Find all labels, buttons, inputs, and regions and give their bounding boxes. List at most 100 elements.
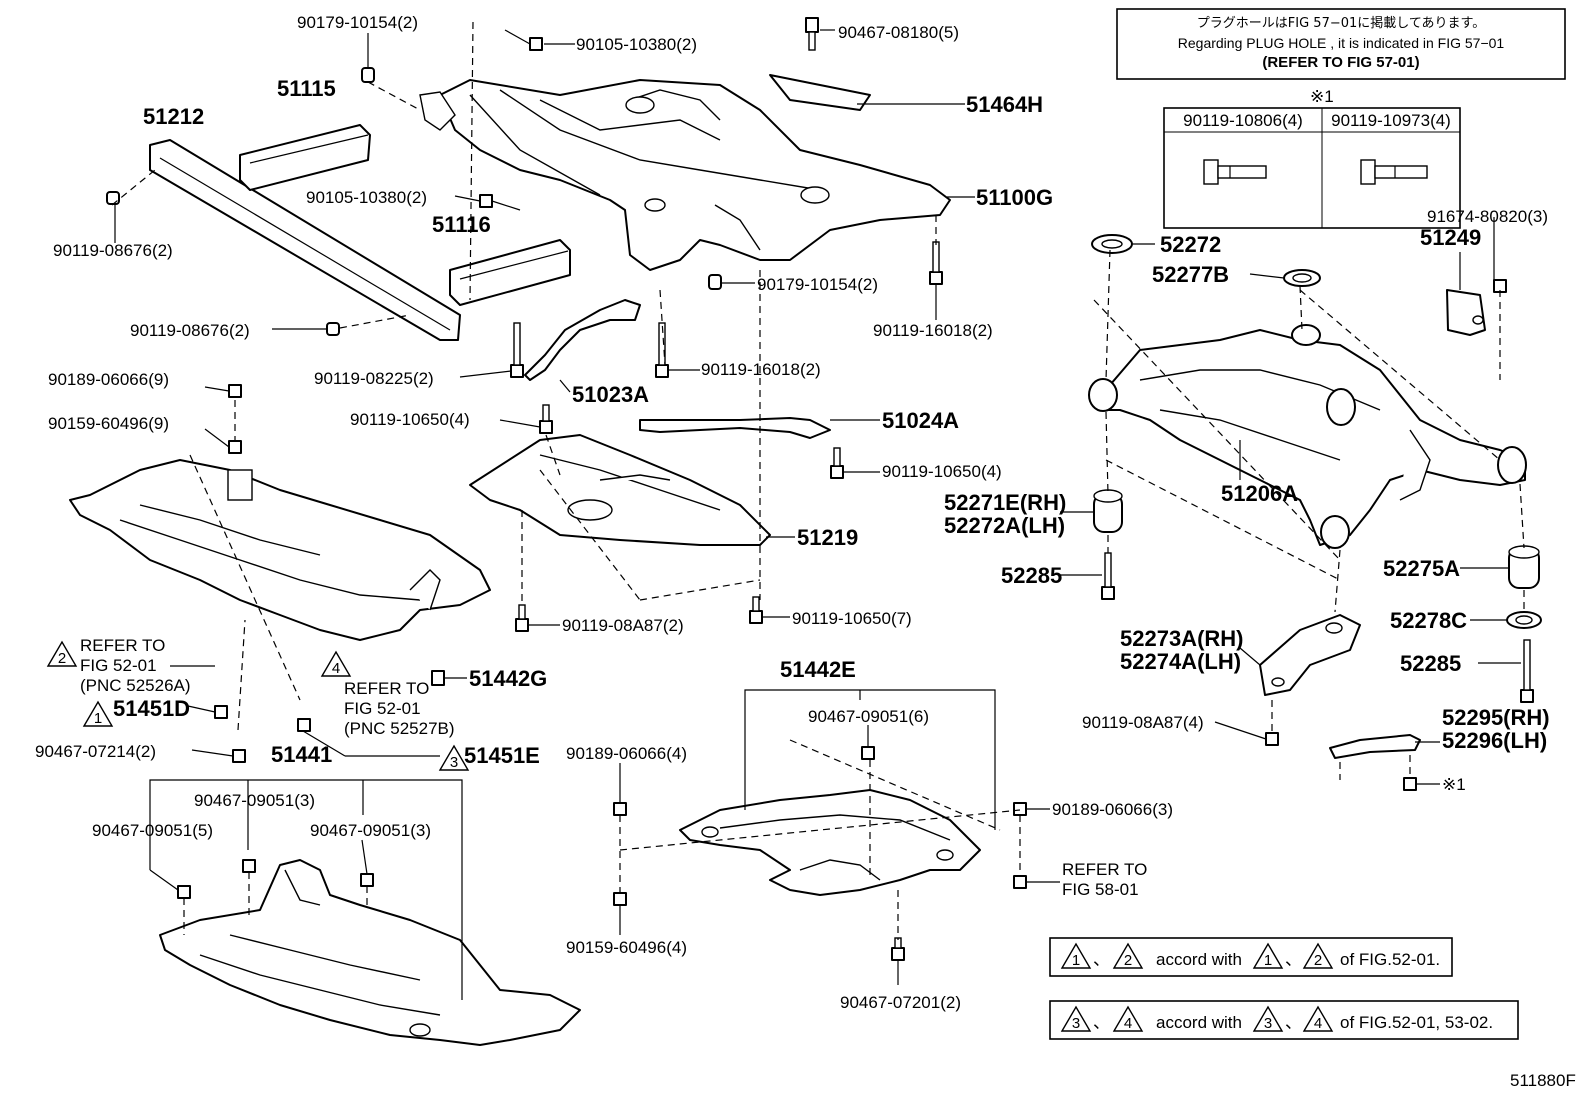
refer-text: REFER TO	[80, 636, 165, 655]
label-51219: 51219	[797, 525, 858, 550]
legend-sep: 、	[1093, 1013, 1110, 1032]
label-90179-10154-mid: 90179-10154(2)	[757, 275, 878, 294]
label-90119-10650-4b: 90119-10650(4)	[882, 462, 1002, 481]
label-52275a: 52275A	[1383, 556, 1460, 581]
bolt-icon	[1265, 732, 1279, 746]
bushing-52271e-shape	[1093, 489, 1123, 533]
label-52285-b: 52285	[1400, 651, 1461, 676]
brace-51023a-shape	[524, 299, 641, 381]
absorber-51116-shape	[449, 239, 571, 306]
bolt-icon	[830, 447, 844, 479]
triangle-mark: 1	[1264, 952, 1272, 969]
refer-text: FIG 52-01	[80, 656, 157, 675]
nut-icon	[361, 67, 375, 83]
bolt-icon	[613, 892, 627, 906]
bolt-table: ※1 90119-10806(4) 90119-10973(4)	[1163, 87, 1461, 229]
triangle-mark: 2	[1314, 952, 1322, 969]
label-51249: 51249	[1420, 225, 1481, 250]
label-52278c: 52278C	[1390, 608, 1467, 633]
label-90467-09051-3a: 90467-09051(3)	[194, 791, 315, 810]
bolt-icon	[749, 596, 763, 624]
label-90467-07201: 90467-07201(2)	[840, 993, 961, 1012]
label-51116: 51116	[432, 212, 491, 237]
legend-row-2: 3 、 4 accord with 3 、 4 of FIG.52-01, 53…	[1049, 1000, 1519, 1040]
label-52285-a: 52285	[1001, 563, 1062, 588]
assembly-lines	[111, 21, 1525, 940]
bolt-icon	[297, 718, 311, 732]
refer-note-fig58: REFER TO FIG 58-01	[1062, 860, 1147, 899]
triangle-mark: 2	[1124, 952, 1132, 969]
label-91674-80820: 91674-80820(3)	[1427, 207, 1548, 226]
triangle-mark: 1	[94, 710, 102, 727]
refer-text: FIG 52-01	[344, 699, 421, 718]
label-90467-09051-5: 90467-09051(5)	[92, 821, 213, 840]
label-mark-1: ※1	[1442, 775, 1466, 794]
stopper-52278c-shape	[1506, 611, 1542, 629]
triangle-mark: 3	[1264, 1015, 1272, 1032]
notice-en: Regarding PLUG HOLE , it is indicated in…	[1178, 35, 1505, 51]
label-90119-08676-b: 90119-08676(2)	[130, 321, 250, 340]
label-90467-09051-6: 90467-09051(6)	[808, 707, 929, 726]
bolt-icon	[479, 194, 521, 211]
bracket-52273a-shape	[1259, 614, 1361, 696]
label-51212: 51212	[143, 104, 204, 129]
triangle-mark: 4	[1314, 1015, 1322, 1032]
undercover-51219-shape	[469, 434, 771, 546]
figure-code: 511880F	[1510, 1071, 1576, 1090]
bolt-icon	[228, 384, 242, 398]
bolt-col1: 90119-10806(4)	[1183, 111, 1303, 130]
brace-52295-shape	[1329, 734, 1421, 759]
label-51442g: 51442G	[469, 666, 547, 691]
refer-text: (PNC 52526A)	[80, 676, 191, 695]
triangle-mark: 2	[58, 650, 66, 667]
bumper-reinforcement-shape	[149, 139, 461, 341]
brace-51024a-shape	[639, 417, 831, 439]
label-90179-10154-top: 90179-10154(2)	[297, 13, 418, 32]
notice-jp: プラグホールはFIG 57−01に掲載してあります。	[1197, 15, 1485, 31]
label-52272a-lh: 52272A(LH)	[944, 513, 1065, 538]
triangle-mark: 1	[1072, 952, 1080, 969]
front-crossmember-shape	[419, 79, 951, 271]
bolt-icon	[861, 746, 875, 760]
bolt-icon	[214, 705, 228, 719]
label-52296-lh: 52296(LH)	[1442, 728, 1547, 753]
label-90119-08225: 90119-08225(2)	[314, 369, 434, 388]
bolt-icon	[510, 322, 524, 378]
label-90189-06066-3: 90189-06066(3)	[1052, 800, 1173, 819]
refer-note-fig52-pnc52526a: 2 REFER TO FIG 52-01 (PNC 52526A)	[46, 636, 215, 695]
bolt-icon	[232, 749, 246, 763]
bracket-51249-shape	[1446, 289, 1486, 336]
bolt-icon	[1403, 777, 1417, 791]
triangle-51451e: 3	[438, 744, 470, 771]
stopper-52277b-shape	[1283, 269, 1321, 287]
bolt-table-mark: ※1	[1310, 87, 1334, 106]
label-51442e: 51442E	[780, 657, 856, 682]
notice-refer: (REFER TO FIG 57-01)	[1262, 54, 1419, 71]
label-90105-10380-top: 90105-10380(2)	[576, 35, 697, 54]
bolt-icon	[360, 873, 374, 887]
legend-sep: 、	[1093, 950, 1110, 969]
bolt-icon	[1203, 159, 1267, 185]
triangle-mark: 3	[450, 754, 458, 771]
legend-text: accord with	[1156, 1013, 1242, 1032]
bolt-icon	[655, 322, 669, 378]
bushing-52275a-shape	[1508, 545, 1540, 589]
label-90119-08a87-2: 90119-08A87(2)	[562, 616, 684, 635]
label-51441: 51441	[271, 742, 332, 767]
legend-sep: 、	[1285, 950, 1302, 969]
refer-text: REFER TO	[344, 679, 429, 698]
label-52272: 52272	[1160, 232, 1221, 257]
label-51206a: 51206A	[1221, 481, 1298, 506]
triangle-mark: 4	[332, 660, 340, 677]
undercover-top-left-shape	[69, 459, 491, 641]
legend-tail: of FIG.52-01.	[1340, 950, 1440, 969]
nut-icon	[106, 191, 120, 205]
label-90119-10650-7: 90119-10650(7)	[792, 609, 912, 628]
label-90467-08180: 90467-08180(5)	[838, 23, 959, 42]
label-90189-06066-4: 90189-06066(4)	[566, 744, 687, 763]
bolt-icon	[1360, 159, 1428, 185]
legend-tail: of FIG.52-01, 53-02.	[1340, 1013, 1493, 1032]
label-52274a-lh: 52274A(LH)	[1120, 649, 1241, 674]
label-90159-60496-9: 90159-60496(9)	[48, 414, 169, 433]
